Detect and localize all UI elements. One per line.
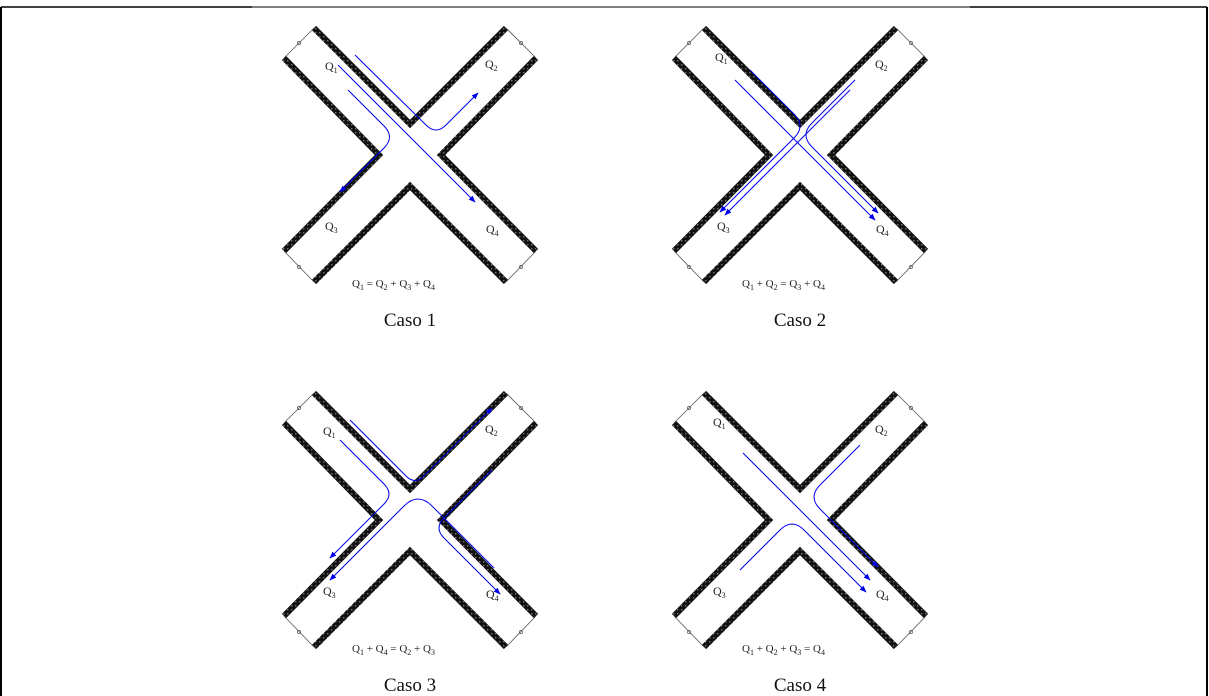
flow-label-q3: Q3 bbox=[713, 584, 726, 600]
wall-right bbox=[826, 55, 929, 254]
flow-equation: Q1 + Q4 = Q2 + Q3 bbox=[352, 643, 435, 657]
wall-left bbox=[671, 55, 774, 254]
road-end-line bbox=[895, 615, 927, 648]
road-end-line bbox=[505, 615, 537, 648]
flow-label-q4: Q4 bbox=[486, 222, 499, 238]
road-end-line bbox=[505, 27, 537, 59]
road-end-marker bbox=[519, 630, 523, 634]
case-title: Caso 2 bbox=[774, 310, 826, 331]
wall-top bbox=[311, 390, 509, 494]
flow-label-q3: Q3 bbox=[717, 219, 730, 235]
flow-arrow bbox=[337, 64, 476, 203]
flow-arrow bbox=[349, 407, 493, 481]
road-end-line bbox=[895, 250, 927, 283]
road-end-line bbox=[283, 615, 315, 648]
road-end-marker bbox=[297, 630, 301, 634]
road-end-line bbox=[505, 250, 537, 283]
road-end-line bbox=[283, 250, 315, 283]
road-end-marker bbox=[519, 41, 523, 45]
road-end-line bbox=[895, 27, 927, 59]
road-end-marker bbox=[687, 406, 691, 410]
wall-bottom bbox=[701, 181, 899, 285]
road-end-line bbox=[673, 27, 705, 59]
road-end-marker bbox=[519, 406, 523, 410]
wall-top bbox=[311, 25, 509, 129]
case-title: Caso 3 bbox=[384, 675, 436, 696]
wall-top bbox=[701, 25, 899, 129]
flow-label-q4: Q4 bbox=[876, 222, 889, 238]
road-end-line bbox=[673, 250, 705, 283]
road-end-marker bbox=[297, 406, 301, 410]
flow-arrow bbox=[734, 79, 876, 221]
flow-label-q1: Q1 bbox=[713, 415, 726, 431]
flow-arrow bbox=[739, 523, 867, 593]
flow-arrow bbox=[354, 54, 479, 131]
wall-right bbox=[436, 55, 539, 254]
wall-left bbox=[281, 55, 384, 254]
flow-label-q2: Q2 bbox=[875, 422, 888, 438]
flow-arrow bbox=[805, 79, 879, 214]
road-end-line bbox=[673, 615, 705, 648]
road-end-line bbox=[673, 392, 705, 424]
case-title: Caso 4 bbox=[774, 675, 827, 696]
road-end-marker bbox=[909, 630, 913, 634]
flow-label-q1: Q1 bbox=[715, 50, 728, 66]
wall-bottom bbox=[311, 181, 509, 285]
road-end-marker bbox=[909, 41, 913, 45]
road-end-line bbox=[283, 392, 315, 424]
flow-label-q2: Q2 bbox=[875, 57, 888, 73]
road-end-marker bbox=[909, 265, 913, 269]
flow-arrow bbox=[813, 444, 879, 568]
flow-label-q2: Q2 bbox=[485, 422, 498, 438]
flow-arrow bbox=[329, 439, 390, 559]
flow-arrow bbox=[724, 89, 851, 216]
wall-bottom bbox=[701, 546, 899, 650]
flow-label-q1: Q1 bbox=[323, 424, 336, 440]
flow-arrow bbox=[742, 452, 871, 581]
wall-left bbox=[281, 420, 384, 619]
wall-bottom bbox=[311, 546, 509, 650]
road-end-marker bbox=[297, 41, 301, 45]
road-end-marker bbox=[909, 406, 913, 410]
road-end-marker bbox=[687, 41, 691, 45]
flow-arrow bbox=[719, 69, 801, 213]
wall-right bbox=[436, 420, 539, 619]
road-end-marker bbox=[519, 265, 523, 269]
flow-label-q1: Q1 bbox=[325, 59, 338, 75]
road-end-line bbox=[895, 392, 927, 424]
road-end-line bbox=[283, 27, 315, 59]
wall-left bbox=[671, 420, 774, 619]
flow-label-q3: Q3 bbox=[323, 584, 336, 600]
case-title: Caso 1 bbox=[384, 310, 436, 331]
flow-label-q4: Q4 bbox=[876, 587, 889, 603]
flow-arrow bbox=[329, 498, 495, 581]
flow-label-q3: Q3 bbox=[325, 219, 338, 235]
road-end-line bbox=[505, 392, 537, 424]
flow-equation: Q1 = Q2 + Q3 + Q4 bbox=[352, 278, 435, 292]
road-end-marker bbox=[687, 630, 691, 634]
flow-label-q2: Q2 bbox=[485, 57, 498, 73]
flow-label-q4: Q4 bbox=[486, 587, 499, 603]
road-end-marker bbox=[687, 265, 691, 269]
road-end-marker bbox=[297, 265, 301, 269]
wall-top bbox=[701, 390, 899, 494]
flow-equation: Q1 + Q2 = Q3 + Q4 bbox=[742, 278, 825, 292]
flow-arrow bbox=[339, 89, 390, 193]
flow-equation: Q1 + Q2 + Q3 = Q4 bbox=[742, 643, 825, 657]
